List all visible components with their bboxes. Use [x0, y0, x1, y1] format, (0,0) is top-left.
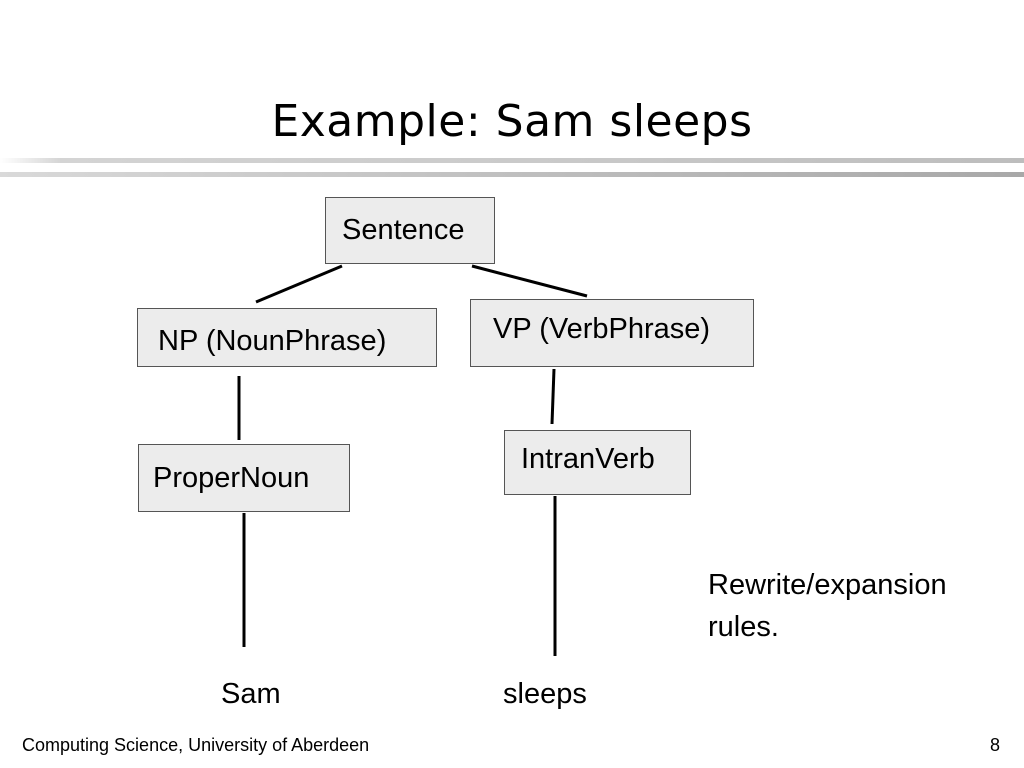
- node-sentence: Sentence: [325, 197, 495, 264]
- slide-title: Example: Sam sleeps: [271, 96, 753, 147]
- node-vp: VP (VerbPhrase): [470, 299, 754, 367]
- node-sentence-label: Sentence: [342, 214, 465, 246]
- rewrite-rules-note: Rewrite/expansion rules.: [708, 564, 947, 648]
- node-propernoun: ProperNoun: [138, 444, 350, 512]
- footer-source: Computing Science, University of Aberdee…: [22, 735, 370, 755]
- note-line-2: rules.: [708, 611, 779, 643]
- edge-vp-intranverb: [550, 368, 556, 425]
- leaf-sleeps: sleeps: [503, 678, 587, 710]
- node-intranverb-label: IntranVerb: [521, 443, 655, 475]
- page-number: 8: [990, 735, 1001, 755]
- node-intranverb: IntranVerb: [504, 430, 691, 495]
- edge-sentence-vp: [471, 264, 588, 298]
- leaf-sam: Sam: [221, 678, 281, 710]
- node-np-label: NP (NounPhrase): [158, 325, 387, 357]
- edge-sentence-np: [255, 264, 343, 304]
- note-line-1: Rewrite/expansion: [708, 569, 947, 601]
- title-divider-upper: [0, 158, 1024, 163]
- node-vp-label: VP (VerbPhrase): [493, 312, 711, 345]
- node-np: NP (NounPhrase): [137, 308, 437, 367]
- node-propernoun-label: ProperNoun: [153, 461, 310, 494]
- title-divider-lower: [0, 172, 1024, 177]
